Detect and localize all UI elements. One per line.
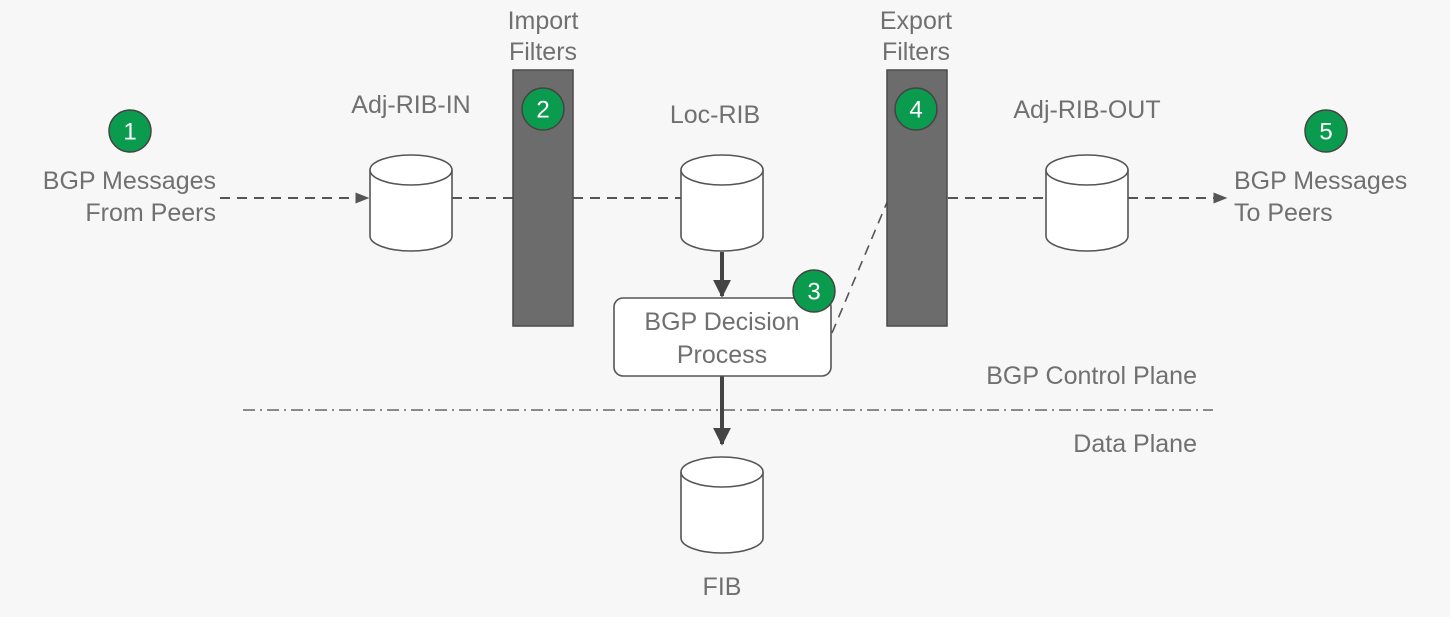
step-5-badge: 5 [1304,109,1348,153]
loc-rib-database-icon [680,154,764,252]
import-filters-label-line2: Filters [509,38,577,66]
decision-process-label-line2: Process [677,341,767,369]
svg-text:2: 2 [536,97,549,124]
fib-label: FIB [703,573,742,601]
decision-to-export-filter-line [831,199,889,334]
step-1-badge: 1 [108,109,152,153]
step-3-badge: 3 [792,269,836,313]
to-peers-label-line1: BGP Messages [1234,167,1407,195]
decision-process-box [613,297,832,377]
svg-text:1: 1 [123,119,136,146]
from-peers-label-line1: BGP Messages [43,167,216,195]
data-plane-label: Data Plane [1073,430,1197,458]
export-filters-label-line1: Export [880,7,952,35]
control-plane-label: BGP Control Plane [986,362,1197,390]
adj-rib-in-database-icon [369,154,453,252]
step-2-badge: 2 [521,87,565,131]
to-peers-label-line2: To Peers [1234,199,1333,227]
adj-rib-out-label: Adj-RIB-OUT [1013,96,1160,124]
decision-process-label-line1: BGP Decision [644,308,799,336]
svg-text:3: 3 [807,279,820,306]
from-peers-label-line2: From Peers [85,199,216,227]
loc-rib-label: Loc-RIB [670,101,760,129]
import-filters-label-line1: Import [508,7,579,35]
fib-database-icon [680,456,764,554]
svg-text:5: 5 [1319,119,1332,146]
step-4-badge: 4 [894,87,938,131]
export-filters-label-line2: Filters [882,38,950,66]
adj-rib-in-label: Adj-RIB-IN [351,91,470,119]
adj-rib-out-database-icon [1045,154,1129,252]
svg-text:4: 4 [909,97,922,124]
